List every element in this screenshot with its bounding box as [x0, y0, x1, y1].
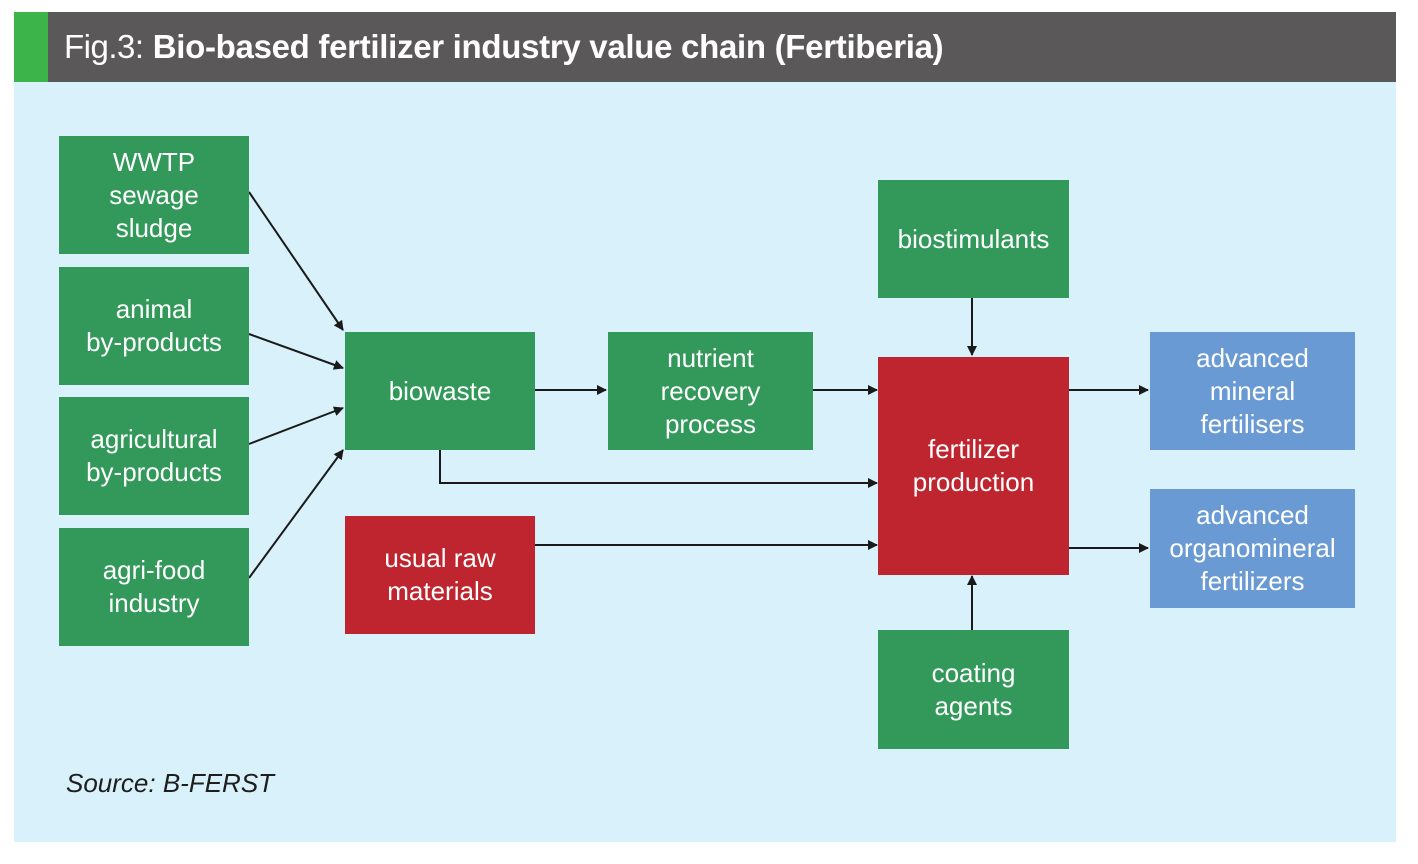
arrow-biowaste-to-fertilizer [439, 450, 878, 488]
node-animal-by-products: animal by-products [59, 267, 249, 385]
figure-number: Fig.3: [64, 28, 144, 65]
node-agricultural-by-products: agricultural by-products [59, 397, 249, 515]
figure-title-text: Bio-based fertilizer industry value chai… [152, 28, 944, 65]
figure-title: Fig.3: Bio-based fertilizer industry val… [64, 26, 944, 68]
node-biostimulants: biostimulants [878, 180, 1069, 298]
node-agri-food-industry: agri-food industry [59, 528, 249, 646]
arrow-agrifood-to-biowaste [248, 449, 344, 579]
figure-header: Fig.3: Bio-based fertilizer industry val… [14, 12, 1396, 82]
node-fertilizer-production: fertilizer production [878, 357, 1069, 575]
header-accent-bar [14, 12, 48, 82]
node-usual-raw-materials: usual raw materials [345, 516, 535, 634]
node-biowaste: biowaste [345, 332, 535, 450]
node-nutrient-recovery-process: nutrient recovery process [608, 332, 813, 450]
arrow-agricultural-to-biowaste [248, 406, 344, 445]
node-wwtp-sewage-sludge: WWTP sewage sludge [59, 136, 249, 254]
arrow-animal-to-biowaste [248, 333, 344, 370]
source-note: Source: B-FERST [66, 768, 275, 798]
arrow-wwtp-to-biowaste [248, 191, 344, 331]
node-advanced-mineral-fertilisers: advanced mineral fertilisers [1150, 332, 1355, 450]
node-coating-agents: coating agents [878, 630, 1069, 749]
node-advanced-organomineral-fertilizers: advanced organomineral fertilizers [1150, 489, 1355, 608]
